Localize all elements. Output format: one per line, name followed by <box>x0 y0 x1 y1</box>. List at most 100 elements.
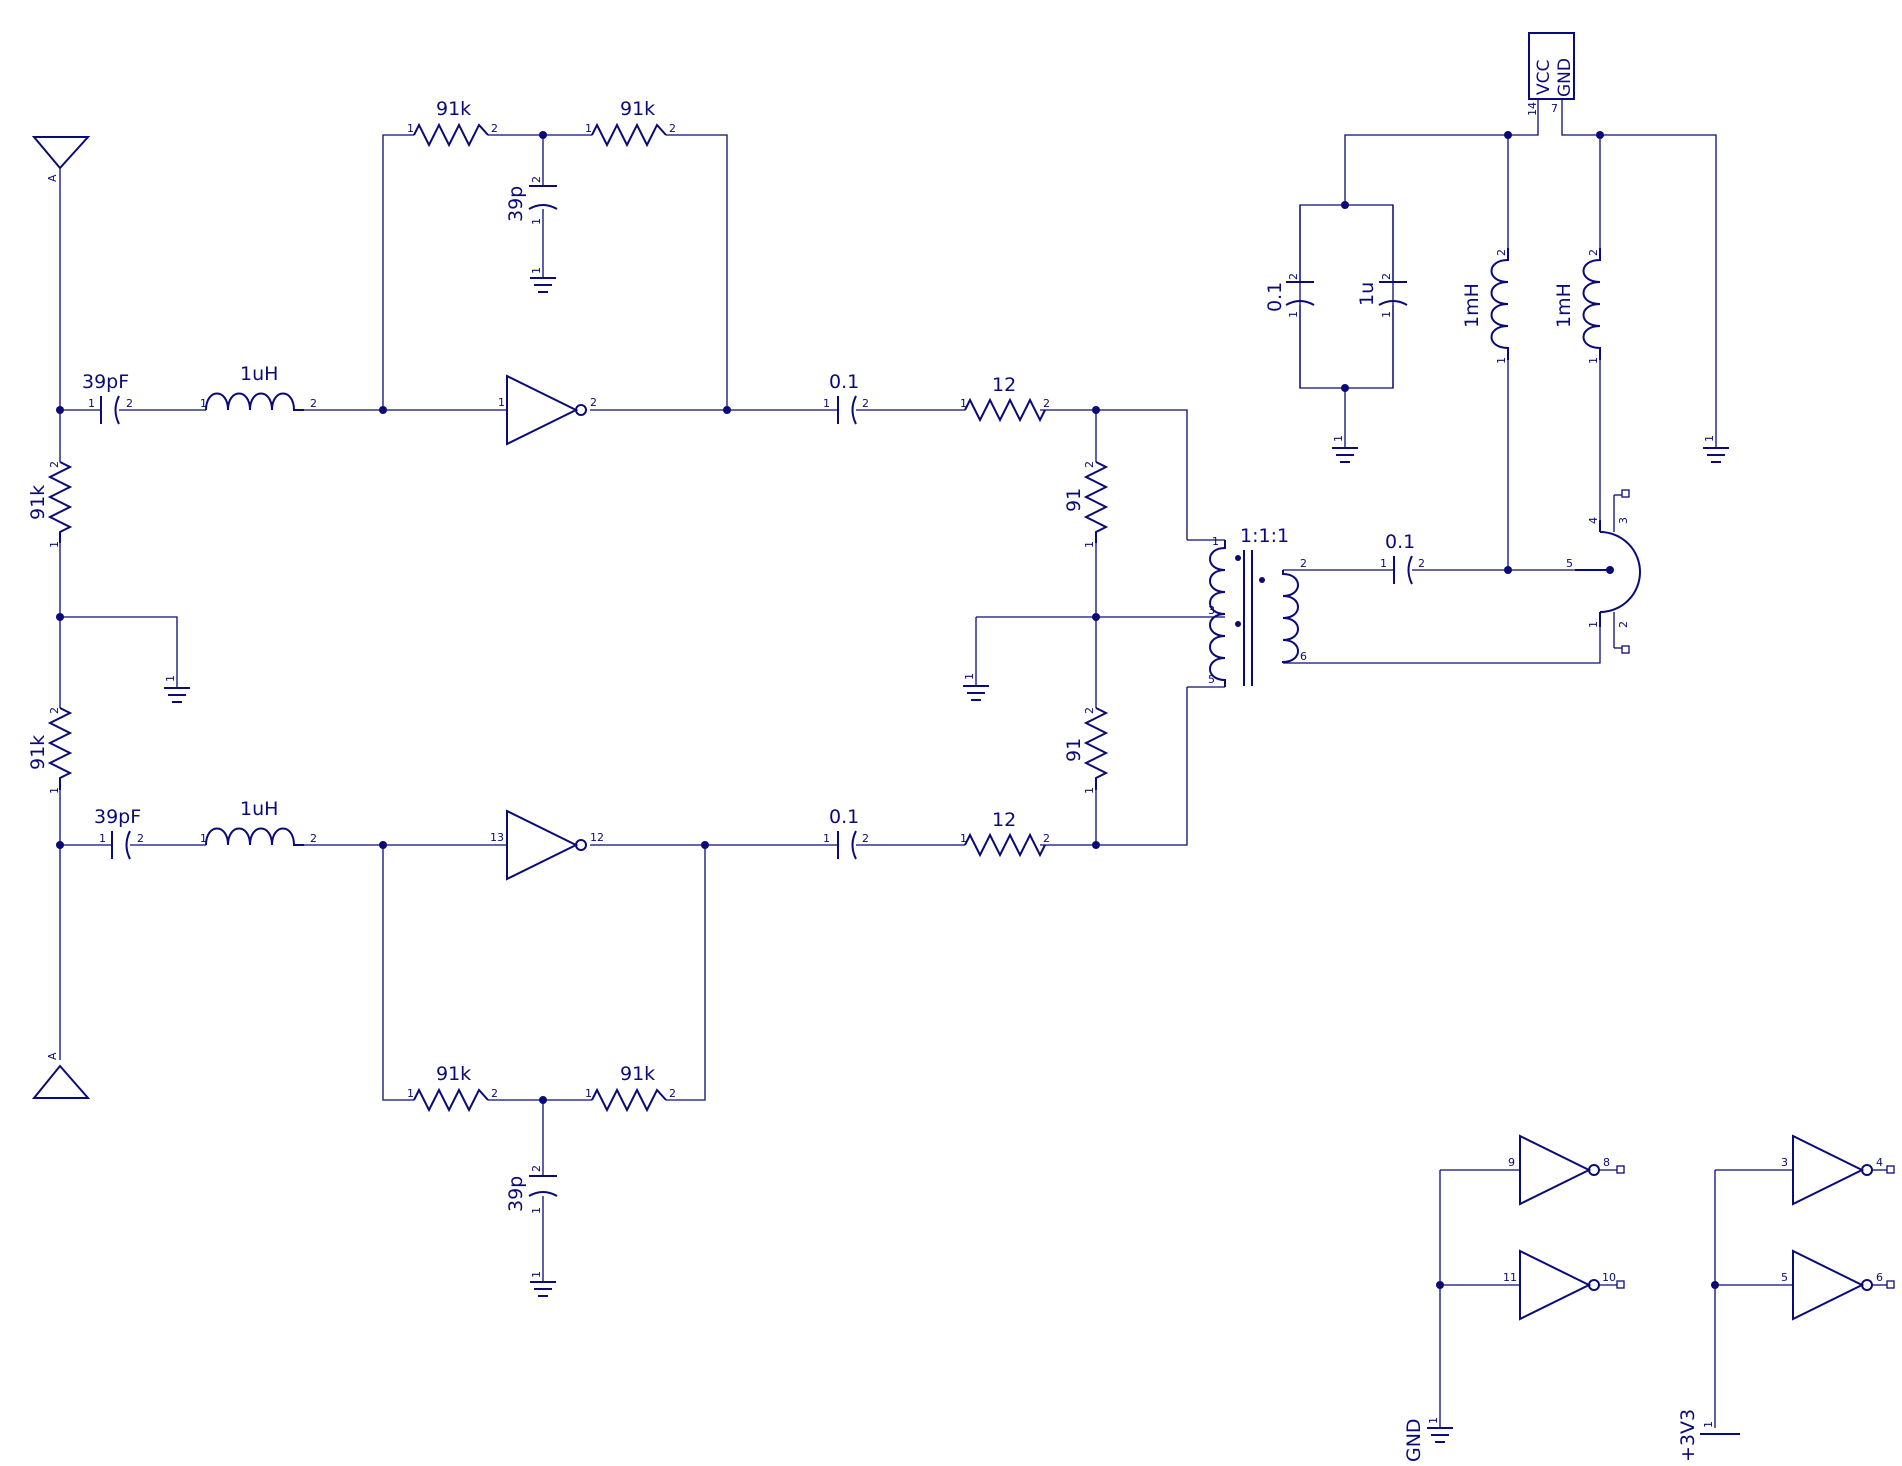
capacitor-value: 0.1 <box>1385 531 1415 553</box>
junction-dot <box>1092 841 1100 849</box>
ground-symbol: 1 <box>963 673 989 701</box>
ground-symbol: 1 <box>1703 435 1729 463</box>
inductor-l3: 1mH 2 1 <box>1461 248 1509 364</box>
inverter-u1b: 13 12 <box>490 809 604 881</box>
pin-number: 2 <box>1083 461 1096 468</box>
pin-number: 2 <box>1418 557 1425 570</box>
capacitor-c2: 39pF 1 2 <box>94 806 144 860</box>
junction-dot <box>1596 131 1604 139</box>
capacitor-c9: 1u 2 1 <box>1356 273 1408 318</box>
inverter-u1f: 5 6 <box>1781 1249 1895 1321</box>
junctions <box>56 131 1719 1289</box>
junction-dot <box>1504 131 1512 139</box>
pin-number: 1 <box>530 1271 543 1278</box>
capacitor-c6: 0.1 1 2 <box>823 806 869 860</box>
junction-dot <box>56 406 64 414</box>
pin-number: 2 <box>530 176 543 183</box>
antenna-bottom: A <box>31 1052 91 1099</box>
resistor-r8: 12 1 2 <box>960 809 1050 858</box>
resistor-r6: 91k 2 1 <box>27 707 73 794</box>
wires <box>59 100 1793 1428</box>
inverter-u1a: 1 2 <box>498 374 597 446</box>
pin-number: 2 <box>530 1165 543 1172</box>
gnd-label: GND <box>1555 58 1575 97</box>
junction-dot <box>539 1096 547 1104</box>
inductor-value: 1uH <box>240 363 278 385</box>
capacitor-value: 0.1 <box>1264 282 1286 312</box>
antenna-pin-label: A <box>46 174 59 182</box>
pin-number: 1 <box>1212 535 1219 548</box>
resistor-r7: 12 1 2 <box>960 374 1050 423</box>
junction-dot <box>1092 613 1100 621</box>
inverter-u1e: 3 4 <box>1781 1134 1895 1206</box>
inductor-l1: 1uH 1 2 <box>200 363 317 411</box>
pin-number: 2 <box>1287 273 1300 280</box>
pin-number: 2 <box>862 832 869 845</box>
pin-number: 1 <box>1380 311 1393 318</box>
pin-number: 4 <box>1587 517 1600 524</box>
junction-dot <box>1341 201 1349 209</box>
junction-dot <box>56 841 64 849</box>
pin-number: 1 <box>200 832 207 845</box>
polarity-dot <box>1235 621 1241 627</box>
pin-number: 1 <box>1083 787 1096 794</box>
pin-number: 14 <box>1526 102 1539 116</box>
pin-number: 6 <box>1300 650 1307 663</box>
capacitor-c7: 0.1 1 2 <box>1380 531 1425 585</box>
pin-number: 2 <box>1300 557 1307 570</box>
pin-number: 1 <box>1702 1421 1715 1428</box>
ground-symbol: 1 <box>164 675 190 703</box>
antenna-pin-label: A <box>46 1052 59 1060</box>
pin-number: 8 <box>1603 1156 1610 1169</box>
pin-number: 12 <box>590 831 604 844</box>
junction-dot <box>1711 1281 1719 1289</box>
ground-symbol: 1 <box>1332 435 1358 463</box>
pin-number: 1 <box>960 397 967 410</box>
pin-number: 2 <box>1617 621 1630 628</box>
pin-number: 3 <box>1617 517 1630 524</box>
resistor-r10: 91 2 1 <box>1063 707 1109 794</box>
capacitor-value: 39pF <box>82 371 129 393</box>
resistor-value: 91 <box>1063 488 1085 512</box>
capacitor-value: 39pF <box>94 806 141 828</box>
pin-number: 1 <box>407 122 414 135</box>
pin-number: 1 <box>1587 621 1600 628</box>
capacitor-value: 0.1 <box>829 371 859 393</box>
pin-number: 1 <box>823 832 830 845</box>
gnd-net-symbol: GND 1 <box>1403 1417 1453 1462</box>
junction-dot <box>1504 566 1512 574</box>
vdd-net-label: +3V3 <box>1677 1409 1699 1462</box>
pin-number: 1 <box>99 832 106 845</box>
capacitor-c1: 39pF 1 2 <box>82 371 133 425</box>
pin-number: 2 <box>491 1087 498 1100</box>
inductor-l2: 1uH 1 2 <box>200 798 317 846</box>
inverter-u1c: 9 8 <box>1508 1134 1625 1206</box>
capacitor-value: 39p <box>505 186 527 222</box>
capacitor-value: 1u <box>1356 282 1378 306</box>
pin-number: 2 <box>1043 832 1050 845</box>
resistor-value: 91k <box>620 1063 655 1085</box>
resistor-value: 91 <box>1063 738 1085 762</box>
pin-number: 2 <box>491 122 498 135</box>
pin-number: 2 <box>137 832 144 845</box>
pin-number: 3 <box>1208 604 1215 617</box>
pin-number: 1 <box>585 122 592 135</box>
pin-number: 1 <box>407 1087 414 1100</box>
inductor-value: 1uH <box>240 798 278 820</box>
resistor-value: 12 <box>992 809 1016 831</box>
resistor-r5: 91k 2 1 <box>27 461 73 548</box>
pin-number: 10 <box>1602 1271 1616 1284</box>
pin-number: 1 <box>1587 357 1600 364</box>
resistor-value: 91k <box>27 485 49 520</box>
connector-center-dot <box>1606 566 1614 574</box>
resistor-r2: 91k 1 2 <box>585 98 676 148</box>
pin-number: 1 <box>1427 1417 1440 1424</box>
pin-number: 2 <box>669 122 676 135</box>
pin-number: 1 <box>48 541 61 548</box>
pin-number: 2 <box>1083 707 1096 714</box>
capacitor-c4: 39p 2 1 <box>505 1165 558 1214</box>
junction-dot <box>1436 1281 1444 1289</box>
capacitor-value: 39p <box>505 1176 527 1212</box>
vdd-net-symbol: +3V3 1 <box>1677 1409 1740 1462</box>
pin-number: 1 <box>530 1207 543 1214</box>
